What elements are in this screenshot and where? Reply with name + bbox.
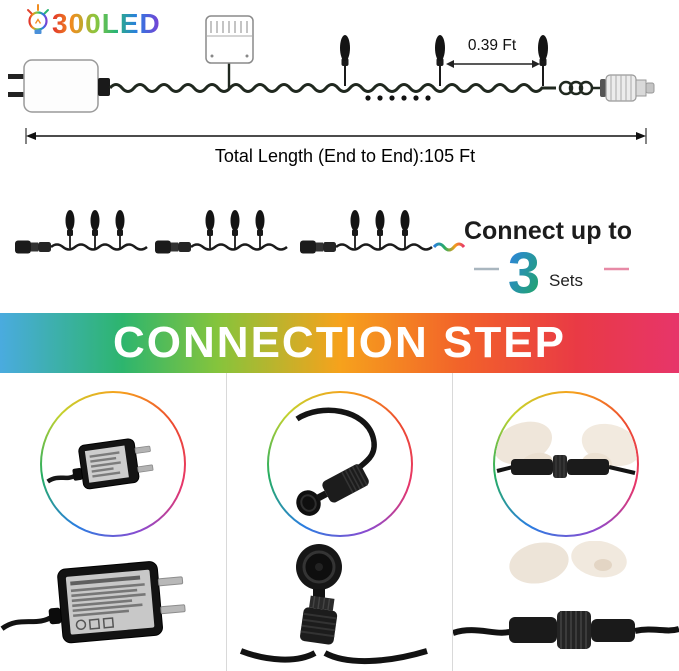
bulb	[340, 35, 350, 86]
bulb	[538, 35, 548, 86]
spacing-dimension: 0.39 Ft	[446, 37, 540, 68]
light-segment	[15, 210, 148, 254]
connect-sets-section: Connect up to 3 Sets	[15, 210, 632, 306]
string-light-diagram: 300LED	[8, 4, 655, 166]
connector-cap-photo	[239, 544, 428, 665]
adapter-photo	[0, 561, 186, 644]
string-wire	[108, 83, 556, 93]
step-column-connector-cap	[225, 373, 453, 671]
connector-cap-detail-photo	[294, 407, 377, 516]
step-circle-adapter	[39, 391, 186, 537]
end-connector	[600, 74, 655, 102]
connection-step-banner: CONNECTION STEP	[0, 313, 679, 373]
step-circle-connector-cap	[266, 391, 413, 537]
controller-box	[205, 15, 254, 88]
total-length-label: Total Length (End to End):105 Ft	[215, 146, 475, 166]
spacing-label: 0.39 Ft	[468, 37, 517, 54]
sets-label: Sets	[549, 271, 583, 290]
connection-steps	[0, 373, 679, 671]
total-length-dimension: Total Length (End to End):105 Ft	[25, 128, 647, 166]
banner-title: CONNECTION STEP	[113, 318, 566, 367]
power-adapter	[8, 59, 110, 113]
bulb	[435, 35, 445, 86]
adapter-detail-photo	[46, 438, 154, 490]
light-segment	[155, 210, 288, 254]
connect-up-to-label: Connect up to	[464, 217, 632, 245]
wire-coil	[558, 80, 602, 96]
light-segment	[300, 210, 433, 254]
step-column-adapter	[0, 373, 226, 671]
continuation-squiggle	[432, 242, 466, 252]
bulb-icon	[27, 4, 49, 34]
step-column-join	[452, 373, 679, 671]
continuation-dots	[365, 95, 431, 101]
sets-number: 3	[508, 241, 540, 306]
led-count-label: 300LED	[52, 8, 161, 39]
step-circle-join	[493, 391, 640, 537]
join-photo	[453, 541, 679, 649]
join-detail-photo	[495, 421, 638, 478]
